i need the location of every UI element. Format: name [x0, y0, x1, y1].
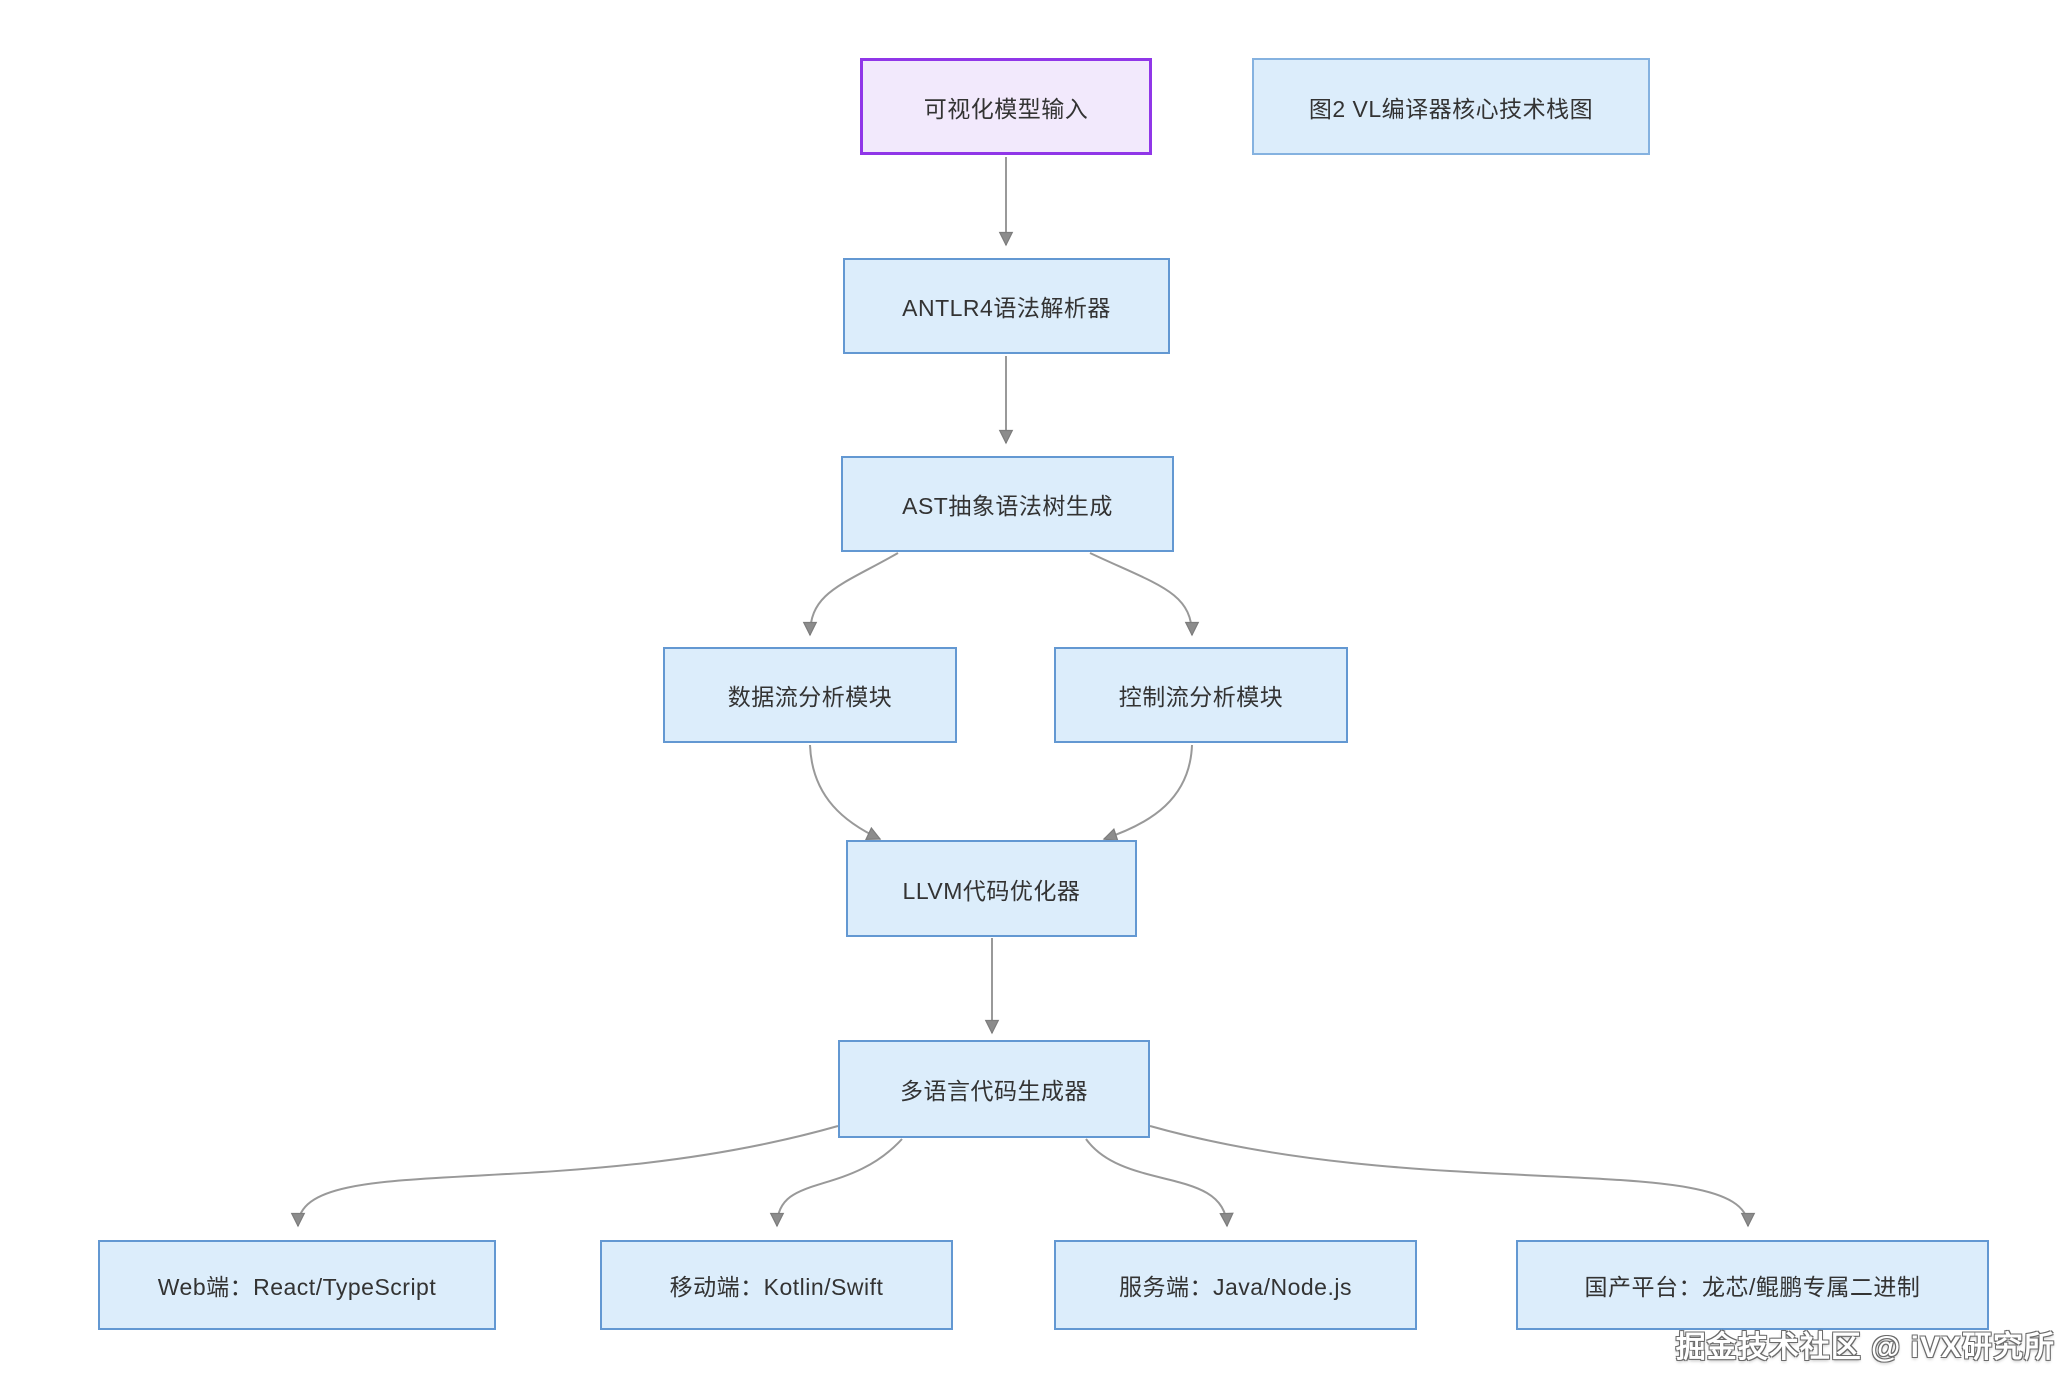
edge-ast-dataflow: [802, 552, 899, 637]
node-label: 移动端：Kotlin/Swift: [669, 1274, 884, 1300]
node-controlflow-analysis: 控制流分析模块: [1054, 647, 1348, 743]
node-web-target: Web端：React/TypeScript: [98, 1240, 496, 1330]
figure-caption-box: 图2 VL编译器核心技术栈图: [1252, 58, 1650, 155]
node-dataflow-analysis: 数据流分析模块: [663, 647, 957, 743]
node-antlr-parser: ANTLR4语法解析器: [843, 258, 1170, 354]
node-mobile-target: 移动端：Kotlin/Swift: [600, 1240, 953, 1330]
edge-codegen-web: [290, 1125, 839, 1228]
node-label: 数据流分析模块: [727, 684, 893, 710]
node-label: 控制流分析模块: [1118, 684, 1284, 710]
edge-ast-ctrlflow: [1089, 552, 1200, 637]
node-label: 多语言代码生成器: [900, 1078, 1088, 1104]
node-label: Web端：React/TypeScript: [157, 1274, 437, 1300]
edge-codegen-server: [1085, 1138, 1234, 1228]
edge-codegen-mobile: [769, 1138, 903, 1228]
edge-codegen-domestic: [1149, 1125, 1756, 1228]
watermark: 掘金技术社区 @ iVX研究所: [1675, 1331, 2055, 1364]
node-label: 国产平台：龙芯/鲲鹏专属二进制: [1584, 1274, 1921, 1300]
edge-ctrlflow-llvm: [1102, 744, 1193, 842]
figure-caption-label: 图2 VL编译器核心技术栈图: [1308, 95, 1594, 122]
node-visual-model-input: 可视化模型输入: [860, 58, 1152, 155]
node-label: 服务端：Java/Node.js: [1119, 1274, 1352, 1300]
node-label: LLVM代码优化器: [902, 877, 1081, 904]
node-server-target: 服务端：Java/Node.js: [1054, 1240, 1417, 1330]
edge-dataflow-llvm: [809, 744, 882, 840]
node-label: 可视化模型输入: [923, 95, 1089, 122]
node-ast-generation: AST抽象语法树生成: [841, 456, 1174, 552]
node-label: AST抽象语法树生成: [902, 493, 1113, 519]
node-llvm-optimizer: LLVM代码优化器: [846, 840, 1137, 937]
node-label: ANTLR4语法解析器: [902, 295, 1111, 321]
node-domestic-platform-target: 国产平台：龙芯/鲲鹏专属二进制: [1516, 1240, 1989, 1330]
node-multilang-codegen: 多语言代码生成器: [838, 1040, 1150, 1138]
